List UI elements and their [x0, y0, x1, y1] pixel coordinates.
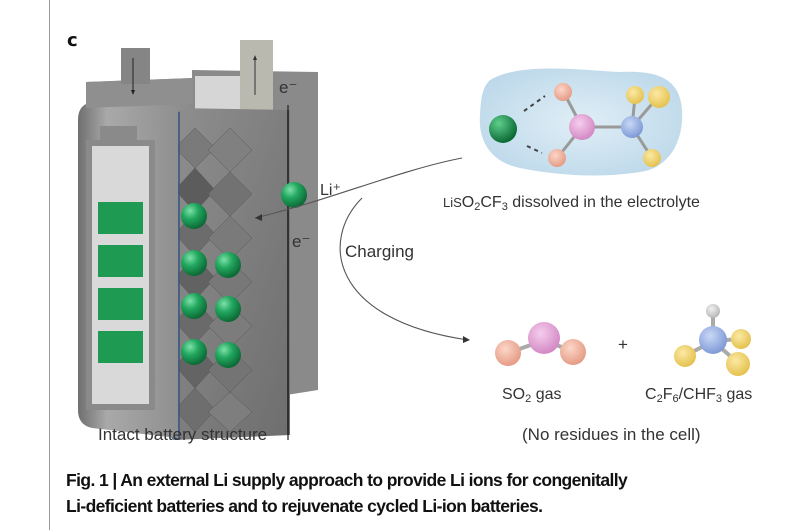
no-residue-note: (No residues in the cell)	[522, 425, 701, 444]
fluorine-atom	[626, 86, 644, 104]
so2-label: SO2 gas	[502, 386, 562, 405]
charging-arrow-path	[339, 197, 469, 341]
charge-bars	[98, 202, 143, 363]
li-ball	[181, 339, 207, 365]
electron-label-top: e⁻	[279, 78, 298, 97]
li-ball	[215, 252, 241, 278]
carbon-atom	[621, 116, 643, 138]
charge-bar	[98, 331, 143, 363]
fluorine-atom	[648, 86, 670, 108]
oxygen-atom	[554, 83, 572, 101]
panel-label: c	[67, 30, 78, 51]
li-ion-label: Li⁺	[320, 182, 341, 199]
electron-label-side: e⁻	[292, 232, 311, 251]
charge-bar	[98, 245, 143, 277]
caption-line-1: Fig. 1 | An external Li supply approach …	[66, 470, 628, 490]
li-ball	[215, 342, 241, 368]
fluorocarbon-label: C2F6/CHF3 gas	[645, 386, 753, 405]
li-ball	[181, 203, 207, 229]
charge-bar	[98, 202, 143, 234]
fluorine-atom	[643, 149, 661, 167]
figure-caption: Fig. 1 | An external Li supply approach …	[66, 467, 800, 519]
charging-label: Charging	[345, 242, 414, 261]
li-ball	[181, 250, 207, 276]
oxygen-atom	[548, 149, 566, 167]
chf3-molecule	[674, 304, 751, 376]
li-insertion-path	[254, 157, 463, 219]
tab-left	[121, 48, 150, 84]
plus-sign: +	[618, 335, 628, 354]
li-ball	[181, 293, 207, 319]
li-ball	[215, 296, 241, 322]
so2-molecule	[495, 322, 586, 366]
sulfur-atom	[569, 114, 595, 140]
caption-line-2: Li-deficient batteries and to rejuvenate…	[66, 496, 543, 516]
li-atom	[489, 115, 517, 143]
battery-caption: Intact battery structure	[98, 425, 268, 444]
tab-right	[240, 40, 273, 110]
electrolyte-salt-label: LiSO2CF3 dissolved in the electrolyte	[443, 194, 700, 213]
margin-rule	[49, 0, 50, 530]
charge-bar	[98, 288, 143, 320]
li-ion-free	[281, 182, 307, 208]
li-ions-inserted	[181, 203, 241, 368]
